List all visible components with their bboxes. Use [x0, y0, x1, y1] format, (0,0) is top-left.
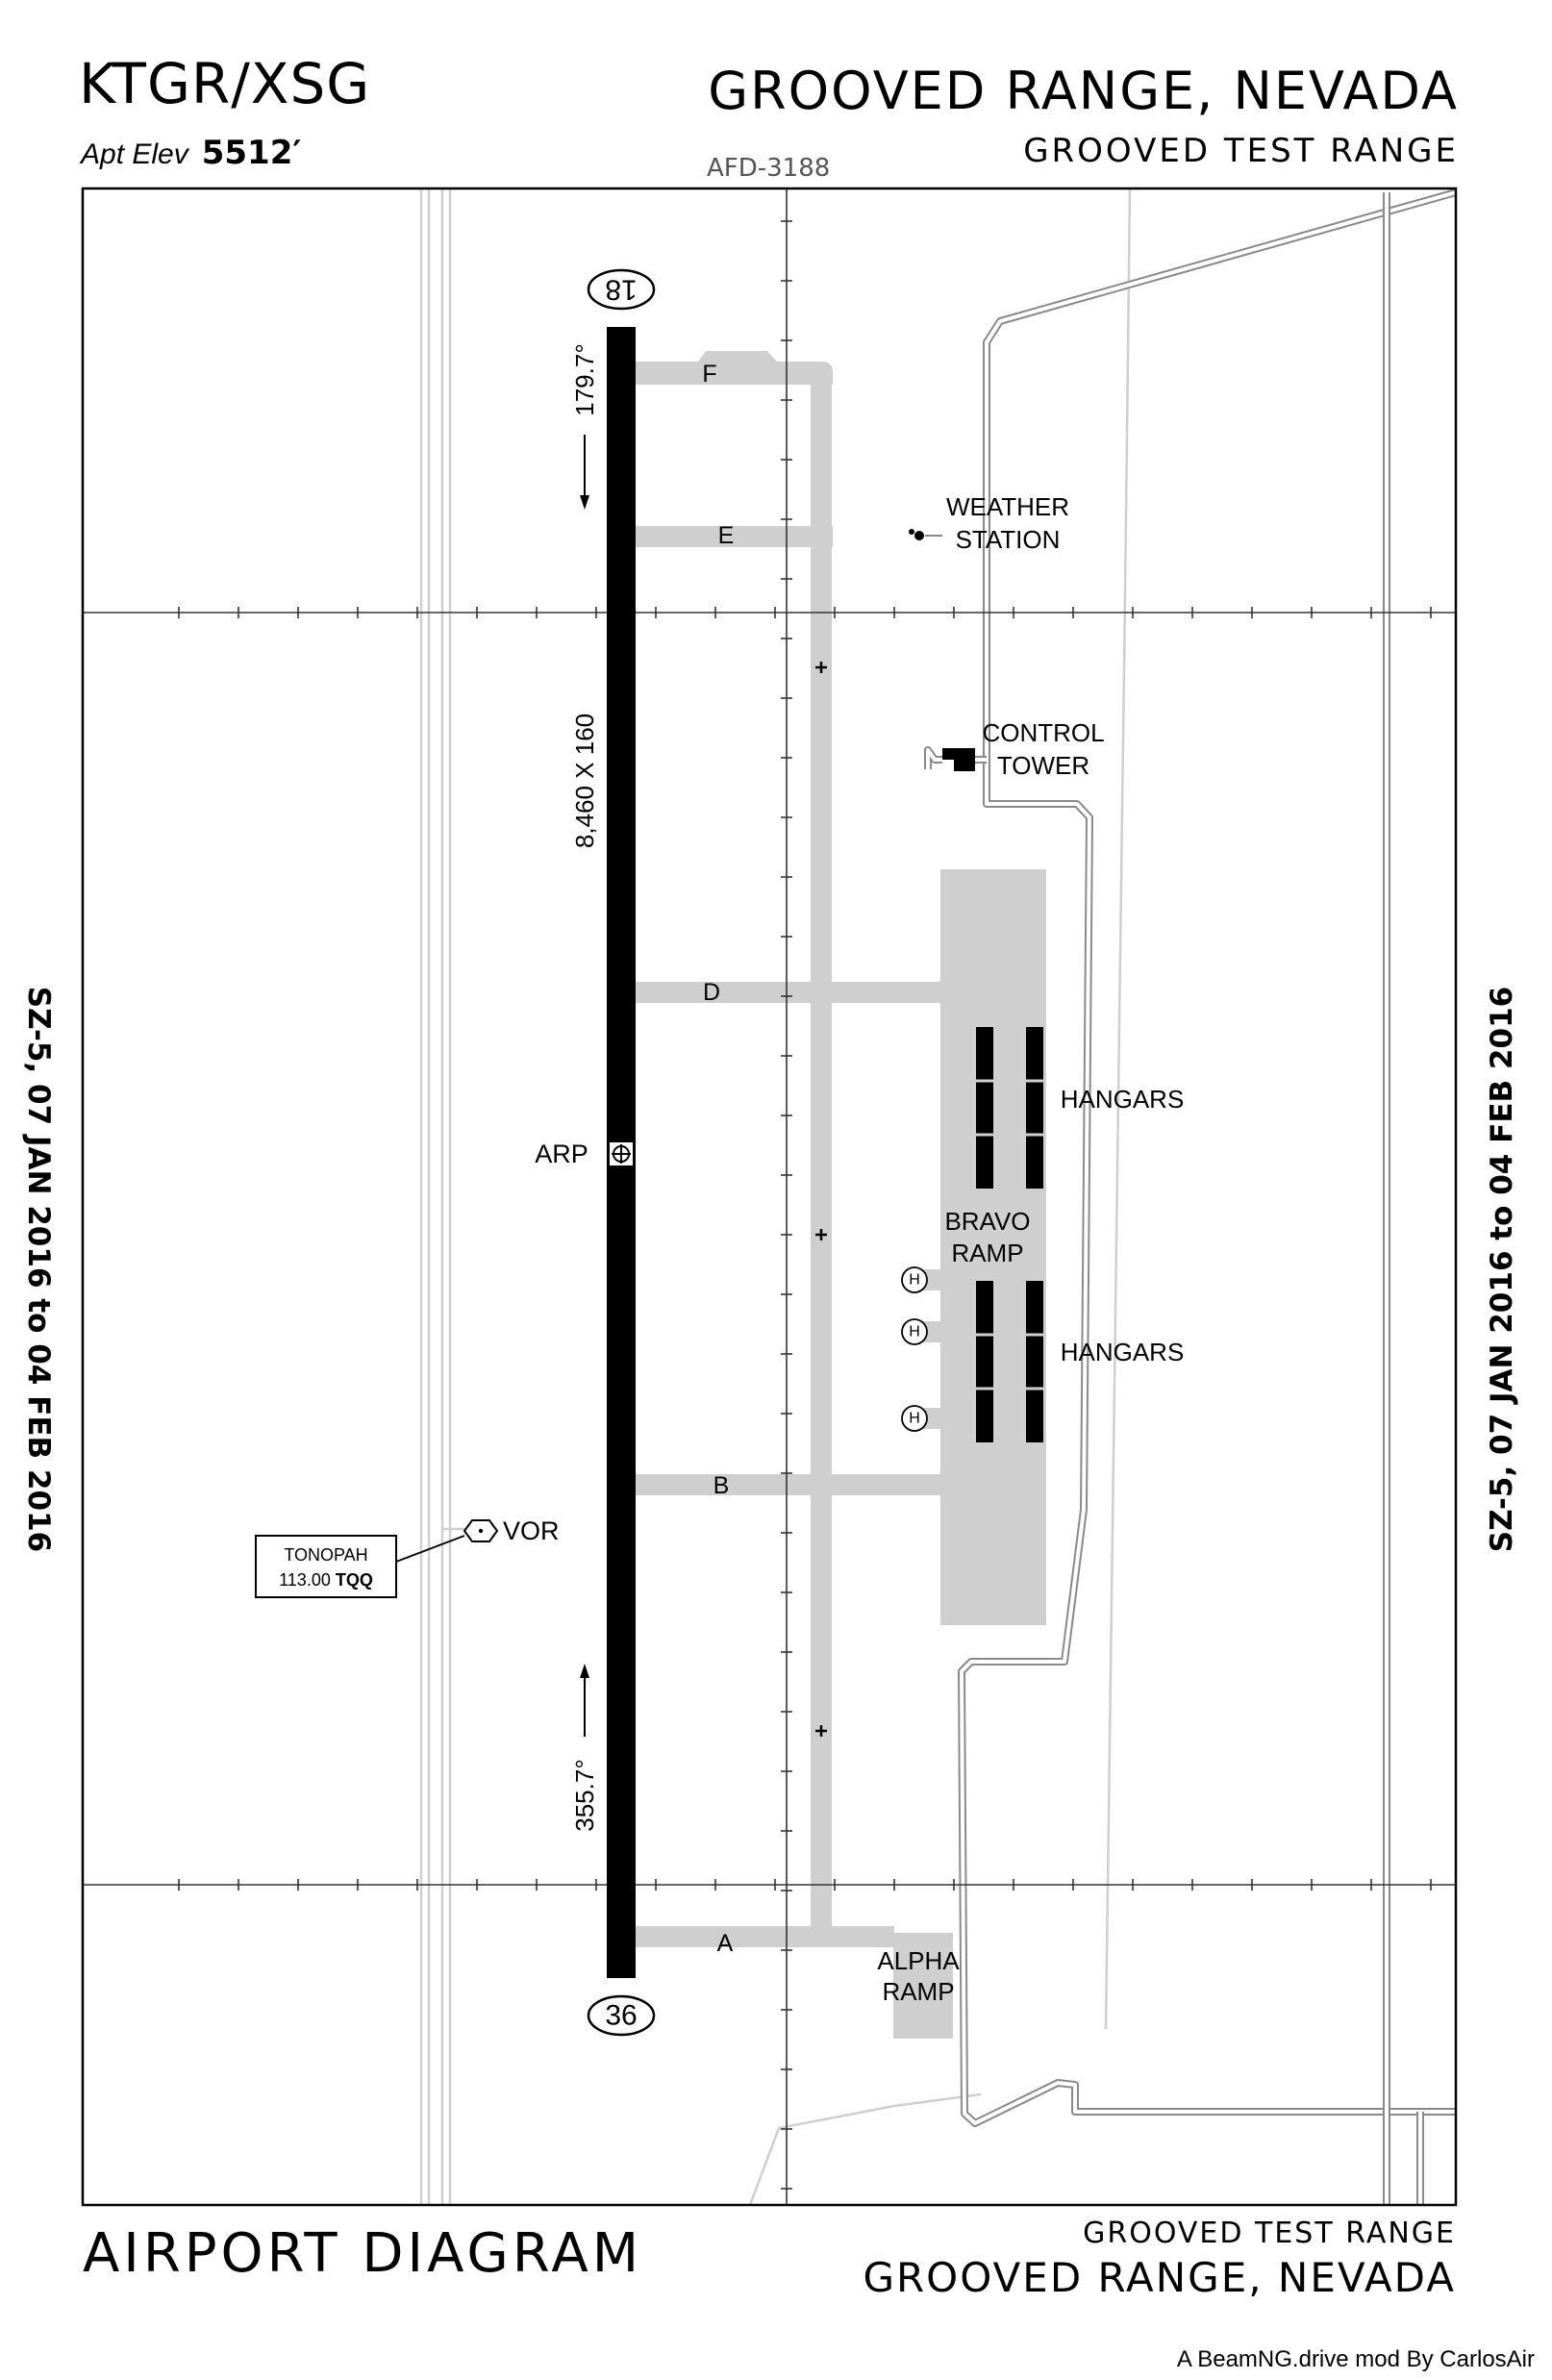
hangars-north-label: HANGARS: [1061, 1085, 1185, 1114]
graticule-ticks: [178, 220, 1432, 2190]
chart-frame: [81, 187, 1458, 2207]
navaid-frequency: 113.00: [279, 1570, 331, 1590]
taxiway-label-a: A: [717, 1930, 734, 1957]
city-state-footer: GROOVED RANGE, NEVADA: [863, 2254, 1456, 2301]
helipad-3-symbol: H: [909, 1411, 920, 1427]
hangars-south-label: HANGARS: [1061, 1338, 1185, 1366]
taxiway-label-e: E: [718, 522, 735, 549]
hold-markers: [815, 662, 827, 1737]
procedure-id: AFD-3188: [707, 154, 831, 183]
vor-symbol: [463, 1519, 499, 1542]
control-tower-label-line2: TOWER: [997, 751, 1089, 780]
elevation-label: Apt Elev: [81, 138, 188, 170]
navaid-leader-line: [395, 1535, 465, 1563]
parallel-taxiway: [811, 365, 832, 1942]
perimeter-road: [924, 188, 1456, 2205]
pavement: [623, 351, 1046, 2039]
alpha-ramp-label-line2: RAMP: [882, 1977, 954, 2006]
weather-station-label-line1: WEATHER: [946, 492, 1069, 521]
elevation-value: 5512′: [201, 134, 302, 172]
taxiway-b-pavement: [623, 1474, 940, 1495]
vor-label: VOR: [503, 1516, 560, 1545]
runway-end-36-marker: 36: [587, 1994, 656, 2037]
weather-station-symbol: [909, 529, 942, 540]
arp-label: ARP: [535, 1140, 588, 1168]
airport-identifier: KTGR/XSG: [79, 51, 371, 116]
runway-heading-south: 179.7°: [570, 343, 599, 415]
airport-elevation: Apt Elev 5512′: [81, 137, 301, 169]
helipad-2-symbol: H: [909, 1324, 920, 1340]
alpha-ramp-label-line1: ALPHA: [877, 1946, 960, 1975]
runway-dimensions: 8,460 X 160: [570, 714, 599, 848]
chart-title: AIRPORT DIAGRAM: [83, 2222, 643, 2285]
bravo-ramp-label-line2: RAMP: [951, 1239, 1023, 1267]
arp-symbol: [608, 1140, 635, 1167]
background-roads: [419, 188, 1132, 2205]
facility-name-header: GROOVED TEST RANGE: [1023, 132, 1459, 170]
runway-end-18-label: 18: [605, 274, 637, 306]
helipad-spur-2: [923, 1321, 942, 1342]
taxiway-a-pavement: [623, 1926, 894, 1947]
navaid-ident: TQQ: [336, 1570, 373, 1590]
weather-station-label-line2: STATION: [956, 525, 1061, 554]
navaid-info-box: TONOPAH 113.00 TQQ: [255, 1535, 397, 1598]
runway-end-18-marker: 18: [587, 268, 656, 311]
bravo-ramp-pavement: [940, 869, 1046, 1625]
navaid-name: TONOPAH: [284, 1545, 367, 1565]
helipad-1-symbol: H: [909, 1272, 920, 1289]
helipad-spur-1: [923, 1269, 942, 1290]
city-state-header: GROOVED RANGE, NEVADA: [708, 61, 1459, 121]
taxiway-label-b: B: [713, 1472, 730, 1499]
graticule: [83, 188, 1456, 2205]
bravo-ramp-label-line1: BRAVO: [944, 1207, 1030, 1236]
facility-name-footer: GROOVED TEST RANGE: [1083, 2217, 1456, 2250]
taxiway-e-pavement: [623, 526, 833, 547]
taxiway-label-d: D: [703, 979, 720, 1006]
taxiway-f-pavement: [623, 351, 833, 385]
heading-arrow-north: [580, 1664, 589, 1737]
helipad-spur-3: [923, 1408, 942, 1429]
heading-arrow-south: [580, 435, 589, 510]
taxiway-d-pavement: [623, 982, 940, 1003]
taxiway-label-f: F: [702, 361, 716, 388]
control-tower-label-line1: CONTROL: [982, 718, 1104, 747]
helipads: H H H: [901, 1266, 928, 1432]
hangars: [976, 1027, 1043, 1442]
mod-credit: A BeamNG.drive mod By CarlosAir: [1176, 2346, 1535, 2372]
runway-end-36-label: 36: [605, 2000, 637, 2032]
alpha-ramp-pavement: [893, 1933, 953, 2039]
navaid-frequency-line: 113.00 TQQ: [279, 1570, 373, 1590]
runway-heading-north: 355.7°: [570, 1759, 599, 1831]
